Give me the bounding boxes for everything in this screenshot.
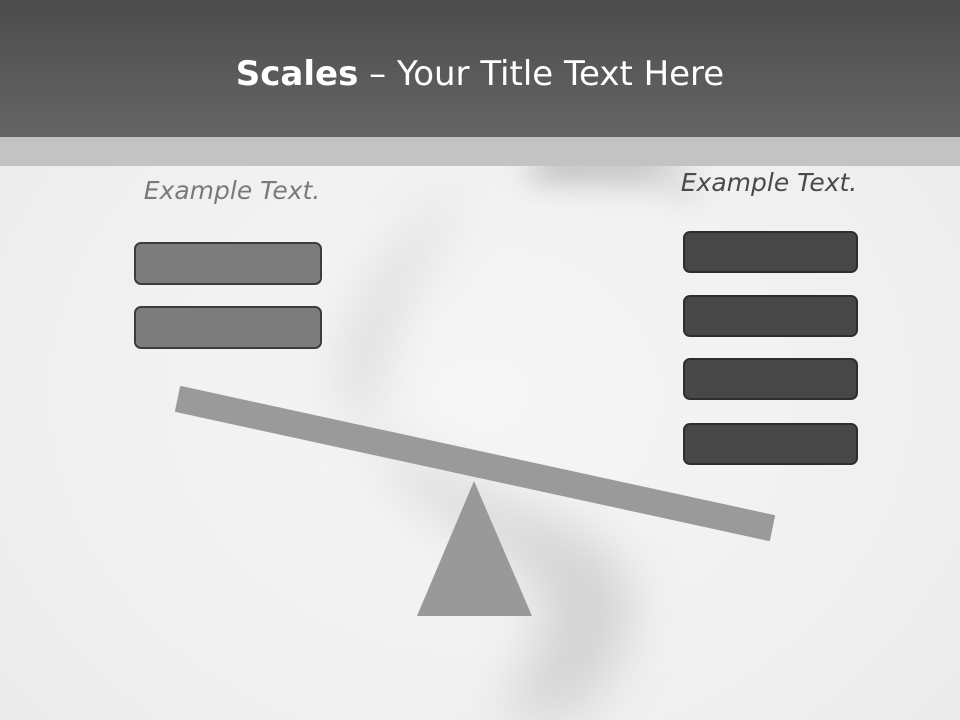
scale-fulcrum — [417, 481, 532, 616]
header-band — [0, 0, 960, 137]
right-weight-box — [683, 358, 858, 400]
left-weight-box — [134, 306, 322, 349]
title-bold: Scales — [235, 54, 359, 94]
left-caption: Example Text. — [143, 176, 321, 205]
right-caption: Example Text. — [680, 168, 858, 197]
left-weight-box — [134, 242, 322, 285]
right-weight-box — [683, 423, 858, 465]
right-weight-box — [683, 231, 858, 273]
accent-band — [0, 137, 960, 166]
title-rest: – Your Title Text Here — [358, 54, 725, 94]
right-weight-box — [683, 295, 858, 337]
page-title: Scales – Your Title Text Here — [0, 52, 960, 96]
scale-beam — [175, 386, 775, 541]
